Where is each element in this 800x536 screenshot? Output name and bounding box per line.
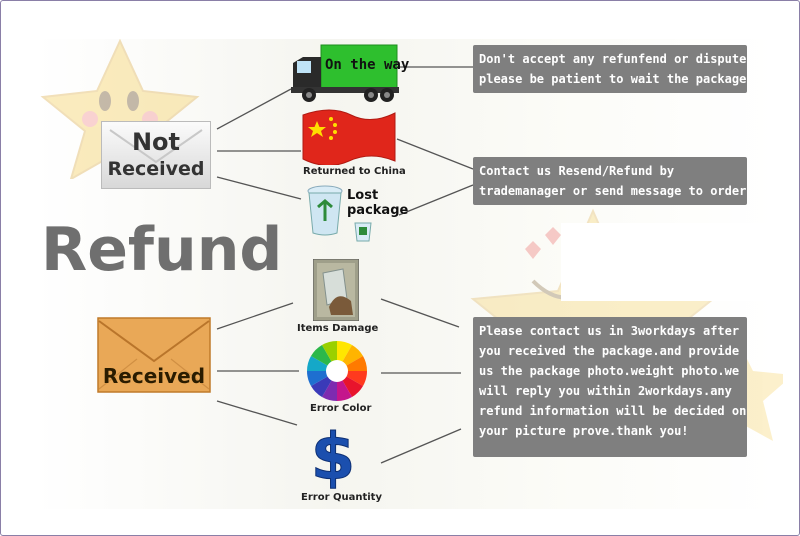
note3-line2: you received the package.and provide [479, 344, 740, 358]
note2-line2: trademanager or send message to order [479, 184, 747, 198]
note-received-instructions: Please contact us in 3workdays after you… [473, 317, 747, 457]
refund-title: Refund [41, 215, 283, 285]
not-received-line2: Received [107, 158, 205, 180]
blank-area [561, 223, 775, 301]
items-damage-label: Items Damage [297, 323, 379, 334]
note-contact-resend: Contact us Resend/Refund by trademanager… [473, 157, 747, 205]
note-not-accept-refund: Don't accept any refunfend or dispute pl… [473, 45, 747, 93]
china-flag-icon [302, 109, 396, 165]
envelope-icon [97, 317, 211, 393]
note3-line4: will reply you within 2workdays.any [479, 384, 732, 398]
envelope-outline-icon [109, 129, 203, 164]
note3-line5: refund information will be decided on [479, 404, 747, 418]
note3-line6: your picture prove.thank you! [479, 424, 689, 438]
not-received-box: Not Received [101, 121, 211, 189]
svg-text:$: $ [311, 421, 355, 489]
truck-icon [291, 44, 399, 102]
returned-to-china-label: Returned to China [303, 166, 406, 177]
on-the-way-label: On the way [325, 57, 410, 73]
note1-line1: Don't accept any refunfend or dispute [479, 52, 747, 66]
lost-line1: Lost [347, 188, 379, 203]
note1-line2: please be patient to wait the package [479, 72, 747, 86]
trash-bin-icon [307, 185, 343, 236]
note3-line1: Please contact us in 3workdays after [479, 324, 740, 338]
lost-line2: package [347, 203, 409, 218]
note3-line3: us the package photo.weight photo.we [479, 364, 740, 378]
received-label: Received [102, 364, 206, 388]
small-trash-icon [354, 222, 372, 242]
color-wheel-icon [306, 340, 368, 402]
lost-package-label: Lost package [347, 188, 408, 218]
broken-glass-photo-icon [313, 259, 359, 321]
dollar-icon: $ [311, 421, 355, 490]
not-received-line1: Not [131, 128, 181, 156]
error-color-label: Error Color [310, 403, 372, 414]
error-quantity-label: Error Quantity [301, 492, 382, 503]
note2-line1: Contact us Resend/Refund by [479, 164, 675, 178]
received-envelope: Received [97, 317, 211, 393]
